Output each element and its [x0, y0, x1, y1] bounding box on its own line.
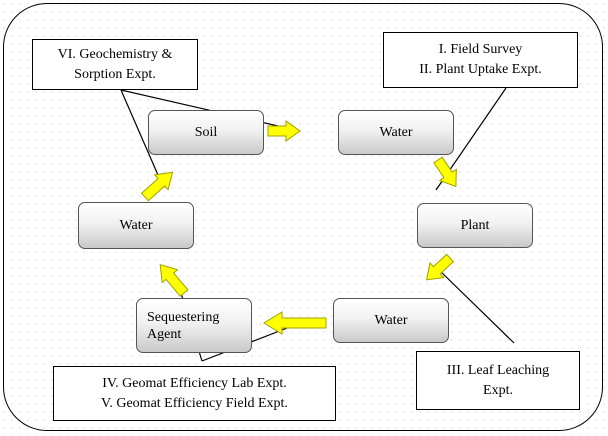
label-geomat-efficiency: IV. Geomat Efficiency Lab Expt. V. Geoma…: [53, 366, 336, 421]
node-soil-label: Soil: [194, 125, 218, 140]
label-geochem-line2: Sorption Expt.: [74, 66, 156, 82]
label-geochemistry-sorption: VI. Geochemistry & Sorption Expt.: [32, 39, 198, 90]
label-field-survey-plant-uptake: I. Field Survey II. Plant Uptake Expt.: [383, 32, 578, 88]
node-water-left: Water: [78, 202, 194, 249]
arrow-soil-to-water: [267, 120, 301, 142]
node-sequestering-agent: Sequestering Agent: [136, 298, 252, 353]
node-water-bottom: Water: [333, 298, 449, 343]
node-sequestering-line2: Agent: [147, 326, 182, 342]
node-plant-label: Plant: [460, 218, 490, 233]
label-geochem-line1: VI. Geochemistry &: [57, 46, 173, 62]
callout-line-geochem-to-left-arrow: [120, 89, 159, 176]
arrow-sequestering-to-water: [159, 263, 189, 297]
arrow-plant-to-water: [425, 253, 455, 281]
label-leaf-line1: III. Leaf Leaching: [446, 362, 550, 378]
flow-arrows: [140, 120, 457, 335]
node-water-left-label: Water: [119, 218, 153, 233]
label-field-line2: II. Plant Uptake Expt.: [419, 62, 542, 77]
node-sequestering-line1: Sequestering: [147, 309, 220, 325]
label-leaf-leaching: III. Leaf Leaching Expt.: [416, 351, 580, 410]
arrow-water-to-soil: [140, 171, 174, 202]
label-field-line1: I. Field Survey: [438, 42, 523, 57]
callout-line-leaf-to-plant-arrow: [436, 267, 515, 344]
arrow-water-to-sequestering: [263, 311, 327, 335]
node-plant: Plant: [417, 203, 533, 248]
rounded-frame: [3, 3, 603, 431]
label-geomat-line2: V. Geomat Efficiency Field Expt.: [101, 395, 288, 411]
node-water-bottom-label: Water: [374, 313, 408, 328]
label-leaf-line2: Expt.: [483, 382, 513, 398]
node-water-top: Water: [338, 110, 454, 155]
node-water-top-label: Water: [379, 125, 413, 140]
arrow-water-to-plant: [433, 156, 457, 188]
node-soil: Soil: [148, 110, 264, 155]
label-geomat-line1: IV. Geomat Efficiency Lab Expt.: [102, 375, 287, 391]
